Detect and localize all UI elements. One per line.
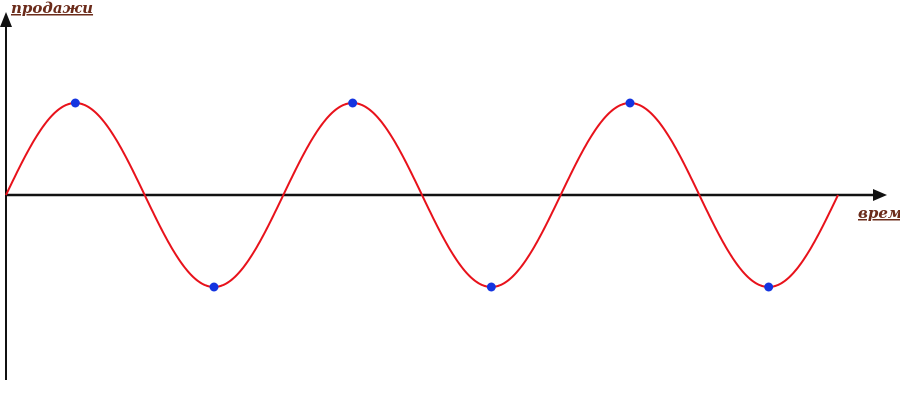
x-axis-arrowhead	[873, 189, 887, 201]
data-points	[70, 98, 774, 292]
x-axis-label: время	[858, 204, 900, 222]
trough-point-2	[209, 282, 219, 292]
trough-point-6	[764, 282, 774, 292]
peak-point-5	[625, 98, 635, 108]
peak-point-1	[70, 98, 80, 108]
y-axis-label: продажи	[11, 0, 93, 17]
series-line	[5, 101, 839, 289]
peak-point-3	[348, 98, 358, 108]
trough-point-4	[486, 282, 496, 292]
y-axis-arrowhead	[0, 12, 12, 27]
axes	[0, 12, 887, 380]
